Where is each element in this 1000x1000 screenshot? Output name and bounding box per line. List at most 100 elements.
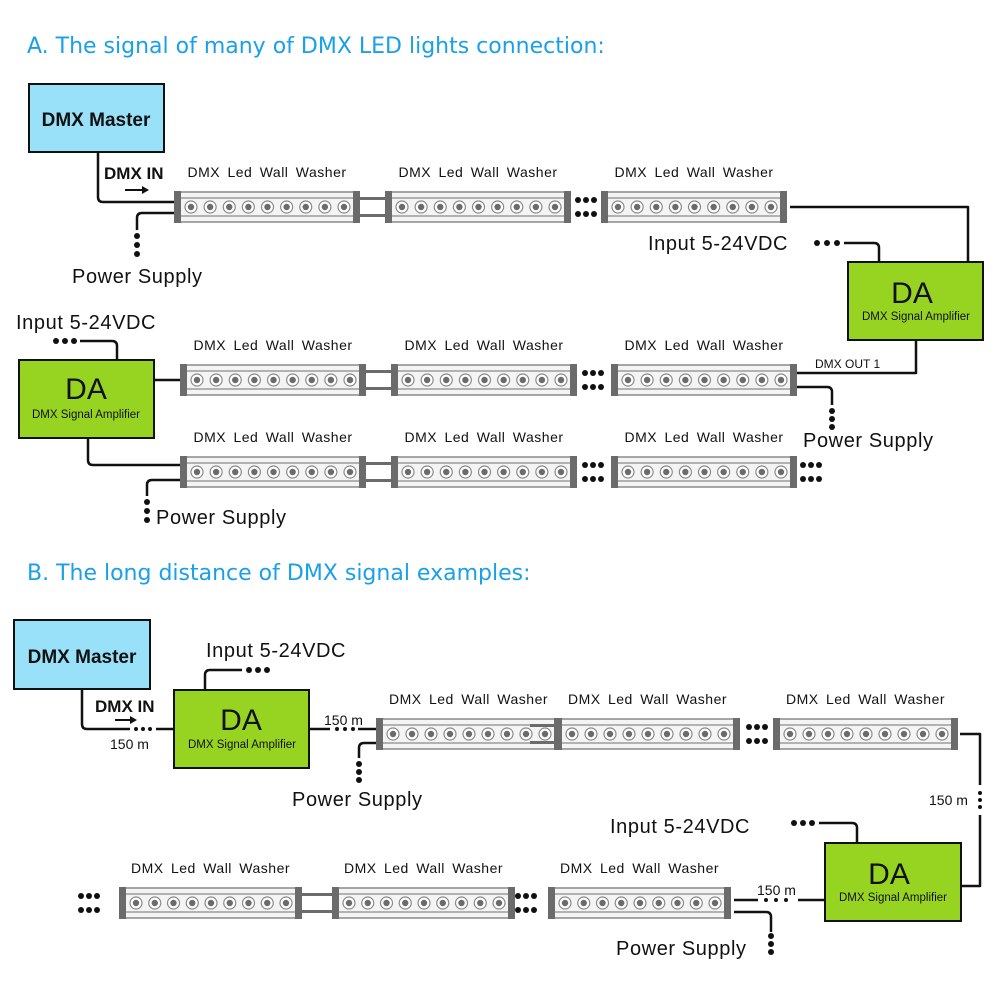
wall-washer-fixture: DMX Led Wall Washer	[548, 860, 731, 919]
led-icon	[678, 465, 692, 479]
wall-washer-fixture: DMX Led Wall Washer	[119, 860, 302, 919]
led-icon	[497, 373, 511, 387]
led-icon	[660, 727, 674, 741]
end-cap	[359, 364, 366, 396]
wall-washer-fixture: DMX Led Wall Washer	[773, 691, 958, 750]
led-icon	[774, 465, 788, 479]
led-icon	[622, 727, 636, 741]
led-icon	[420, 465, 434, 479]
wire-input-a-left	[80, 339, 119, 360]
led-icon	[726, 200, 740, 214]
led-icon	[621, 373, 635, 387]
continuation-dots-icon	[582, 462, 604, 482]
amplifier-subtitle: DMX Signal Amplifier	[32, 409, 140, 421]
led-icon	[318, 200, 332, 214]
wire-row-a1-to-amplifier	[790, 205, 970, 262]
led-icon	[614, 896, 628, 910]
led-icon	[305, 373, 319, 387]
led-icon	[305, 465, 319, 479]
led-icon	[343, 373, 357, 387]
led-icon	[473, 896, 487, 910]
led-icon	[802, 727, 816, 741]
fixture-label: DMX Led Wall Washer	[404, 337, 563, 353]
fixture-label: DMX Led Wall Washer	[614, 164, 773, 180]
led-icon	[209, 373, 223, 387]
led-icon	[745, 200, 759, 214]
dots-vertical-icon	[829, 408, 835, 430]
led-icon	[697, 465, 712, 479]
fixture-label: DMX Led Wall Washer	[786, 691, 945, 707]
dots-vertical-icon	[978, 791, 982, 809]
led-icon	[481, 727, 495, 741]
led-icon	[641, 727, 655, 741]
continuation-dots-icon	[575, 197, 597, 217]
led-icon	[343, 465, 357, 479]
distance-label: 150 m	[757, 882, 796, 898]
led-icon	[148, 896, 162, 910]
led-icon	[247, 465, 261, 479]
fixture-label: DMX Led Wall Washer	[187, 164, 346, 180]
amplifier-a-left	[18, 359, 155, 439]
led-icon	[633, 896, 647, 910]
wire-power-a-row1	[135, 211, 176, 230]
amplifier-subtitle: DMX Signal Amplifier	[188, 739, 296, 751]
distance-label: 150 m	[929, 792, 968, 808]
led-icon	[324, 465, 338, 479]
end-cap	[773, 718, 780, 750]
input-voltage-label: Input 5-24VDC	[648, 233, 788, 255]
power-supply-label: Power Supply	[72, 266, 203, 288]
led-icon	[554, 465, 568, 479]
led-icon	[679, 727, 693, 741]
led-icon	[439, 373, 453, 387]
led-icon	[755, 465, 769, 479]
wire-power-a-row2	[796, 385, 834, 405]
led-icon	[279, 896, 293, 910]
fixture-label: DMX Led Wall Washer	[624, 337, 783, 353]
wall-washer-fixture: DMX Led Wall Washer	[385, 164, 571, 223]
led-icon	[687, 200, 702, 214]
led-icon	[548, 200, 562, 214]
dots-horizontal-icon	[814, 240, 840, 246]
led-icon	[519, 727, 533, 741]
input-voltage-label: Input 5-24VDC	[16, 312, 156, 334]
power-supply-label: Power Supply	[616, 938, 747, 960]
end-cap	[391, 364, 398, 396]
end-cap	[951, 718, 958, 750]
led-icon	[678, 373, 692, 387]
end-cap	[570, 456, 577, 488]
amplifier-a-right	[847, 261, 984, 341]
led-icon	[584, 727, 598, 741]
end-cap	[780, 191, 787, 223]
led-icon	[783, 727, 797, 741]
led-icon	[260, 200, 275, 214]
power-supply-label: Power Supply	[156, 507, 287, 529]
led-icon	[477, 465, 492, 479]
led-icon	[286, 465, 300, 479]
led-icon	[452, 200, 466, 214]
led-icon	[420, 373, 434, 387]
dots-horizontal-icon	[791, 820, 815, 826]
continuation-dots-icon	[78, 893, 100, 913]
led-icon	[379, 896, 394, 910]
end-cap	[376, 718, 383, 750]
led-icon	[203, 200, 217, 214]
led-icon	[436, 896, 450, 910]
led-icon	[247, 373, 261, 387]
led-icon	[299, 200, 313, 214]
dots-vertical-icon	[144, 499, 150, 523]
continuation-dots-icon	[515, 893, 537, 913]
led-icon	[603, 727, 617, 741]
led-icon	[443, 727, 457, 741]
dots-vertical-icon	[768, 933, 774, 955]
fixture-label: DMX Led Wall Washer	[560, 860, 719, 876]
led-icon	[222, 200, 236, 214]
led-icon	[736, 373, 750, 387]
wire-input-a-right	[844, 241, 881, 262]
led-icon	[916, 727, 930, 741]
wall-washer-fixture: DMX Led Wall Washer	[391, 429, 577, 488]
input-voltage-label: Input 5-24VDC	[610, 816, 750, 838]
fixture-connector	[364, 462, 393, 482]
dmx-master-a	[28, 83, 165, 153]
led-icon	[477, 373, 492, 387]
